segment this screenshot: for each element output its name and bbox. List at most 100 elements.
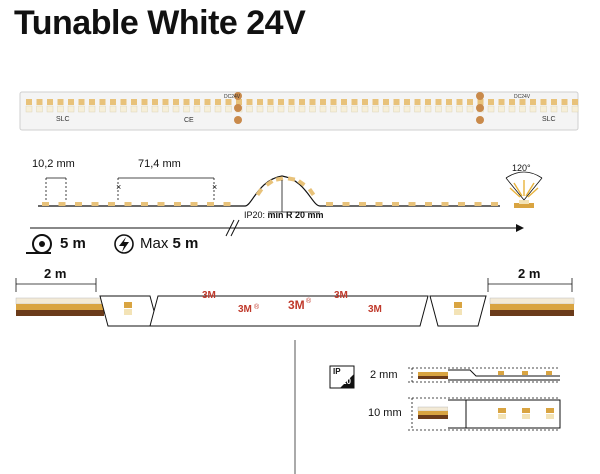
beam-angle-label: 120° bbox=[512, 163, 531, 173]
strip-led-warm bbox=[183, 99, 190, 105]
tape-registered-mark-2: ® bbox=[306, 298, 312, 305]
strip-led-warm bbox=[47, 99, 53, 105]
strip-led-warm bbox=[246, 99, 253, 105]
side-view-led bbox=[124, 202, 132, 206]
strip-led-warm bbox=[204, 99, 211, 105]
strip-solder-pad bbox=[234, 104, 242, 112]
strip-led-cool bbox=[57, 105, 64, 113]
strip-solder-pad bbox=[476, 92, 484, 100]
strip-led-cool bbox=[498, 105, 505, 113]
side-view-led bbox=[425, 202, 432, 206]
side-view-led bbox=[174, 202, 181, 206]
strip-led-cool bbox=[225, 105, 232, 113]
strip-led-cool bbox=[162, 105, 169, 113]
strip-led-warm bbox=[393, 99, 400, 105]
strip-side-view: × × bbox=[30, 171, 543, 237]
strip-led-warm bbox=[162, 99, 169, 105]
width-label: 10 mm bbox=[368, 407, 402, 419]
ip-rating-badge bbox=[329, 365, 355, 389]
page-title: Tunable White 24V bbox=[14, 4, 306, 42]
strip-led-cool bbox=[424, 105, 432, 113]
strip-solder-pad bbox=[476, 104, 484, 112]
tape-brand-mark-1: 3M bbox=[202, 290, 216, 301]
svg-text:×: × bbox=[116, 182, 121, 192]
strip-led-cool bbox=[109, 105, 117, 113]
side-view-led-bent bbox=[287, 176, 296, 182]
strip-led-cool bbox=[361, 105, 369, 113]
strip-led-warm bbox=[194, 99, 200, 105]
side-view-led bbox=[42, 202, 49, 206]
strip-brand-label: SLC bbox=[56, 116, 70, 123]
strip-led-cool bbox=[246, 105, 253, 113]
reel-length-value: 5 m bbox=[60, 235, 86, 252]
strip-led-warm bbox=[288, 99, 295, 105]
side-view-led-bent bbox=[275, 176, 284, 182]
right-cable-length: 2 m bbox=[518, 266, 541, 281]
side-view-led-bent bbox=[307, 187, 316, 197]
strip-led-warm bbox=[383, 99, 389, 105]
strip-led-warm bbox=[572, 99, 578, 105]
strip-led-cool bbox=[78, 105, 85, 113]
side-view-led-bent bbox=[265, 179, 274, 187]
side-view-led bbox=[157, 202, 165, 206]
strip-led-warm bbox=[99, 99, 106, 105]
strip-led-cool bbox=[141, 105, 148, 113]
strip-led-warm bbox=[488, 99, 494, 105]
strip-led-cool bbox=[529, 105, 537, 113]
strip-led-cool bbox=[550, 105, 558, 113]
strip-led-cool bbox=[540, 105, 547, 113]
thickness-label: 2 mm bbox=[370, 369, 398, 381]
strip-led-warm bbox=[26, 99, 32, 105]
strip-led-warm bbox=[89, 99, 95, 105]
side-view-led bbox=[108, 202, 115, 206]
strip-led-warm bbox=[330, 99, 337, 105]
strip-led-warm bbox=[530, 99, 536, 105]
strip-led-warm bbox=[341, 99, 347, 105]
strip-led-cool bbox=[372, 105, 379, 113]
strip-led-warm bbox=[152, 99, 158, 105]
side-view-led bbox=[91, 202, 99, 206]
side-view-led bbox=[342, 202, 350, 206]
strip-led-warm bbox=[110, 99, 116, 105]
strip-led-warm bbox=[36, 99, 43, 105]
strip-led-warm bbox=[120, 99, 127, 105]
strip-led-cool bbox=[519, 105, 526, 113]
strip-led-cool bbox=[36, 105, 43, 113]
side-view-led bbox=[223, 202, 231, 206]
side-view-led bbox=[58, 202, 66, 206]
strip-led-cool bbox=[288, 105, 295, 113]
strip-solder-pad bbox=[234, 116, 242, 124]
side-view-led bbox=[326, 202, 333, 206]
strip-led-cool bbox=[508, 105, 516, 113]
strip-led-warm bbox=[78, 99, 85, 105]
strip-brand-label-2: SLC bbox=[542, 116, 556, 123]
strip-led-warm bbox=[257, 99, 263, 105]
strip-led-warm bbox=[362, 99, 368, 105]
strip-led-cool bbox=[204, 105, 211, 113]
tape-registered-mark: ® bbox=[254, 304, 260, 311]
strip-led-cool bbox=[193, 105, 201, 113]
strip-led-cool bbox=[298, 105, 306, 113]
led-strip-photo bbox=[19, 91, 579, 131]
tape-brand-mark-4: 3M bbox=[334, 290, 348, 301]
strip-led-warm bbox=[173, 99, 179, 105]
strip-solder-pad bbox=[234, 92, 242, 100]
strip-led-cool bbox=[351, 105, 358, 113]
max-feed-value: 5 m bbox=[172, 235, 199, 252]
strip-led-cool bbox=[25, 105, 33, 113]
strip-led-warm bbox=[446, 99, 452, 105]
strip-led-warm bbox=[540, 99, 547, 105]
thickness-diagram bbox=[408, 367, 560, 383]
pitch-small-label: 10,2 mm bbox=[32, 158, 75, 170]
strip-led-warm bbox=[456, 99, 463, 105]
side-view-led bbox=[75, 202, 82, 206]
strip-led-warm bbox=[509, 99, 515, 105]
strip-led-warm bbox=[131, 99, 137, 105]
strip-led-cool bbox=[340, 105, 348, 113]
side-view-led-bent bbox=[255, 187, 264, 197]
strip-led-warm bbox=[372, 99, 379, 105]
strip-led-cool bbox=[403, 105, 411, 113]
bend-ip-label: IP20: bbox=[244, 210, 266, 220]
strip-led-cool bbox=[46, 105, 54, 113]
